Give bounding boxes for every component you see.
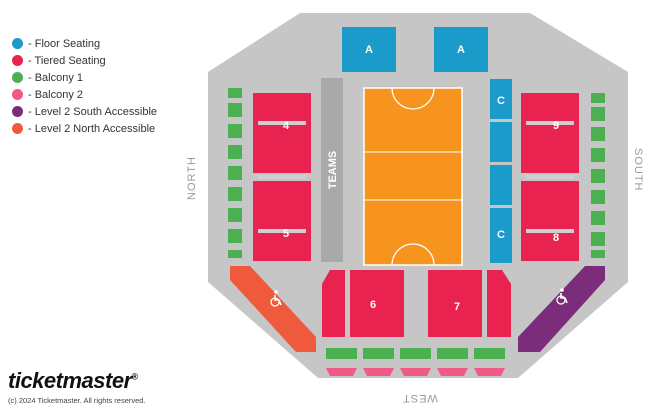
compass-north: NORTH	[186, 156, 198, 200]
legend-item-balcony-1: - Balcony 1	[12, 69, 157, 86]
legend: - Floor Seating - Tiered Seating - Balco…	[12, 35, 157, 137]
section-north-divider	[258, 175, 306, 179]
legend-item-floor-seating: - Floor Seating	[12, 35, 157, 52]
wheelchair-icon	[556, 288, 568, 305]
legend-item-south-accessible: - Level 2 South Accessible	[12, 103, 157, 120]
section-4[interactable]	[253, 93, 311, 173]
section-c-top-label: C	[497, 95, 505, 107]
section-9[interactable]	[521, 93, 579, 173]
balcony-1-north[interactable]	[228, 88, 242, 258]
legend-item-north-accessible: - Level 2 North Accessible	[12, 120, 157, 137]
section-c-top[interactable]	[490, 79, 512, 162]
compass-south: SOUTH	[632, 148, 644, 192]
teams-label: TEAMS	[327, 151, 339, 190]
section-a-right-label: A	[457, 44, 465, 56]
section-5[interactable]	[253, 181, 311, 261]
legend-label: - Floor Seating	[28, 37, 101, 50]
legend-item-tiered-seating: - Tiered Seating	[12, 52, 157, 69]
legend-label: - Level 2 South Accessible	[28, 105, 158, 118]
ticketmaster-logo: ticketmaster®	[8, 368, 138, 394]
wheelchair-icon	[270, 290, 282, 307]
section-a-left-label: A	[365, 44, 373, 56]
legend-dot-south-accessible	[12, 106, 23, 117]
brand-name: ticketmaster	[8, 368, 132, 393]
section-8[interactable]	[521, 181, 579, 261]
legend-label: - Level 2 North Accessible	[28, 122, 156, 135]
compass-west: WEST	[402, 392, 438, 404]
section-c-bottom-label: C	[497, 229, 505, 241]
section-6[interactable]	[322, 270, 404, 337]
legend-label: - Balcony 1	[28, 71, 84, 84]
legend-label: - Tiered Seating	[28, 54, 106, 67]
netball-court	[363, 87, 463, 266]
brand-mark: ®	[131, 371, 139, 382]
section-south-divider	[526, 175, 574, 179]
section-c-bottom[interactable]	[490, 165, 512, 263]
legend-dot-balcony-2	[12, 89, 23, 100]
legend-dot-floor-seating	[12, 38, 23, 49]
copyright-text: (c) 2024 Ticketmaster. All rights reserv…	[8, 396, 146, 405]
section-4-label: 4	[283, 120, 290, 132]
section-5-label: 5	[283, 228, 289, 240]
teams-area	[321, 78, 343, 262]
section-6-label: 6	[370, 299, 376, 311]
level-2-north-accessible[interactable]	[230, 266, 316, 352]
level-2-south-accessible[interactable]	[518, 266, 605, 352]
section-7-label: 7	[454, 301, 460, 313]
legend-item-balcony-2: - Balcony 2	[12, 86, 157, 103]
section-9-label: 9	[553, 120, 559, 132]
legend-label: - Balcony 2	[28, 88, 84, 101]
legend-dot-north-accessible	[12, 123, 23, 134]
section-a-left[interactable]	[342, 27, 396, 72]
balcony-1-west[interactable]	[326, 348, 505, 359]
section-8-label: 8	[553, 232, 559, 244]
balcony-2-west[interactable]	[326, 368, 505, 376]
legend-dot-balcony-1	[12, 72, 23, 83]
legend-dot-tiered-seating	[12, 55, 23, 66]
section-7[interactable]	[428, 270, 511, 337]
section-a-right[interactable]	[434, 27, 488, 72]
balcony-1-south[interactable]	[591, 93, 605, 258]
